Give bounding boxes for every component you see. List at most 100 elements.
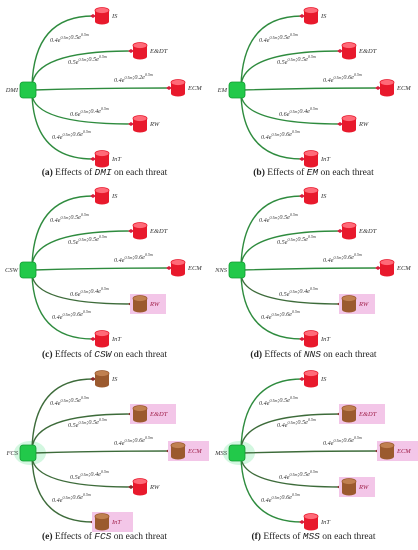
target-label-3: RW <box>149 121 160 128</box>
arrow-head <box>166 86 172 90</box>
edge-label-0: 0.4e0.5m;0.5e0.5m <box>259 212 298 224</box>
caption-label: (a) <box>41 168 53 178</box>
caption-label: (d) <box>250 350 263 360</box>
threat-cylinder-icon <box>170 79 186 97</box>
threat-cylinder-icon <box>94 370 110 388</box>
hub-node <box>228 261 246 279</box>
edge-ecm <box>33 87 170 91</box>
edge-ecm <box>33 267 170 271</box>
edge-label-2: 0.4e0.5m;0.6e0.5m <box>114 252 153 264</box>
target-label-3: RW <box>149 484 160 491</box>
target-label-4: InT <box>111 336 121 343</box>
caption-variable: NNS <box>303 349 321 360</box>
threat-cylinder-icon <box>303 7 319 25</box>
edge-label-1: 0.5e0.5m;0.5e0.5m <box>68 234 107 246</box>
edge-rw <box>240 93 341 125</box>
caption-prefix: Effects of <box>52 532 95 542</box>
caption-prefix: Effects of <box>260 532 303 542</box>
caption-label: (e) <box>41 532 53 542</box>
edge-label-3: 0.6e0.5m;0.4e0.5m <box>70 106 109 118</box>
target-label-4: InT <box>111 156 121 163</box>
target-label-0: IS <box>111 193 118 200</box>
threat-cylinder-icon <box>94 187 110 205</box>
edge-label-2: 0.4e0.5m;0.6e0.5m <box>323 252 362 264</box>
edge-label-0: 0.4e0.5m;0.5e0.5m <box>259 32 298 44</box>
arrow-head <box>299 194 305 198</box>
target-label-0: IS <box>111 376 118 383</box>
arrow-head <box>375 86 381 90</box>
edge-is <box>240 378 303 450</box>
threat-cylinder-icon <box>303 370 319 388</box>
caption-prefix: Effects of <box>262 350 304 360</box>
edge-label-1: 0.5e0.5m;0.5e0.5m <box>277 234 316 246</box>
hub-label: EM <box>217 87 228 94</box>
arrow-head <box>128 229 134 233</box>
edge-int <box>240 456 303 523</box>
threat-cylinder-icon <box>94 513 110 531</box>
edge-label-0: 0.4e0.5m;0.5e0.5m <box>50 32 89 44</box>
edge-int <box>240 93 303 160</box>
caption-prefix: Effects of <box>52 350 95 360</box>
threat-cylinder-icon <box>303 513 319 531</box>
arrow-head <box>128 485 134 489</box>
edge-label-3: 0.5e0.5m;0.4e0.5m <box>279 286 318 298</box>
target-label-2: ECM <box>187 265 202 272</box>
caption-variable: EM <box>306 167 319 178</box>
target-label-1: E&DT <box>358 411 377 418</box>
caption-variable: MSS <box>302 531 320 542</box>
target-label-1: E&DT <box>149 228 168 235</box>
arrow-head <box>128 122 134 126</box>
threat-cylinder-icon <box>170 442 186 460</box>
threat-cylinder-icon <box>132 222 148 240</box>
threat-cylinder-icon <box>132 42 148 60</box>
panel-caption-1: (b) Effects of EM on each threat <box>209 167 418 178</box>
edge-label-0: 0.4e0.5m;0.5e0.5m <box>50 395 89 407</box>
panel-1-graph: IS0.4e0.5m;0.5e0.5mE&DT0.5e0.5m;0.5e0.5m… <box>217 7 411 168</box>
threat-cylinder-icon <box>303 330 319 348</box>
hub-node <box>19 444 37 462</box>
threat-cylinder-icon <box>341 295 357 313</box>
arrow-head <box>299 14 305 18</box>
target-label-1: E&DT <box>149 411 168 418</box>
edge-int <box>31 456 94 523</box>
arrow-head <box>90 14 96 18</box>
edge-label-2: 0.4e0.5m;0.2e0.5m <box>114 72 153 84</box>
panel-4-graph: IS0.4e0.5m;0.5e0.5mE&DT0.5e0.5m;0.5e0.5m… <box>5 370 209 532</box>
panel-caption-2: (c) Effects of CSW on each threat <box>0 349 209 360</box>
threat-cylinder-icon <box>94 7 110 25</box>
hub-label: DMI <box>5 87 19 94</box>
arrow-head <box>90 194 96 198</box>
edge-label-1: 0.4e0.5m;0.5e0.5m <box>277 417 316 429</box>
threat-cylinder-icon <box>170 259 186 277</box>
edge-label-2: 0.4e0.5m;0.6e0.5m <box>323 72 362 84</box>
edge-label-3: 0.5e0.5m;0.4e0.5m <box>70 469 109 481</box>
edge-int <box>240 273 303 340</box>
caption-suffix: on each threat <box>111 168 168 178</box>
edge-edt <box>31 413 132 450</box>
threat-cylinder-icon <box>341 222 357 240</box>
panel-2-graph: IS0.4e0.5m;0.5e0.5mE&DT0.5e0.5m;0.5e0.5m… <box>5 187 202 348</box>
caption-label: (b) <box>253 168 265 178</box>
edge-label-1: 0.5e0.5m;0.5e0.5m <box>68 54 107 66</box>
hub-label: FCS <box>5 450 18 457</box>
panel-caption-3: (d) Effects of NNS on each threat <box>209 349 418 360</box>
target-label-2: ECM <box>396 265 411 272</box>
arrow-head <box>166 266 172 270</box>
caption-variable: DMI <box>94 167 112 178</box>
caption-suffix: on each threat <box>111 532 168 542</box>
target-label-0: IS <box>320 376 327 383</box>
caption-suffix: on each threat <box>320 350 377 360</box>
target-label-2: ECM <box>187 448 202 455</box>
threat-cylinder-icon <box>132 405 148 423</box>
arrow-head <box>299 337 305 341</box>
threat-cylinder-icon <box>132 478 148 496</box>
arrow-head <box>337 49 343 53</box>
threat-cylinder-icon <box>379 259 395 277</box>
arrow-head <box>128 49 134 53</box>
hub-node <box>228 81 246 99</box>
target-label-1: E&DT <box>149 48 168 55</box>
hub-label: NNS <box>214 267 228 274</box>
target-label-1: E&DT <box>358 48 377 55</box>
edge-label-4: 0.4e0.5m;0.6e0.5m <box>261 492 300 504</box>
